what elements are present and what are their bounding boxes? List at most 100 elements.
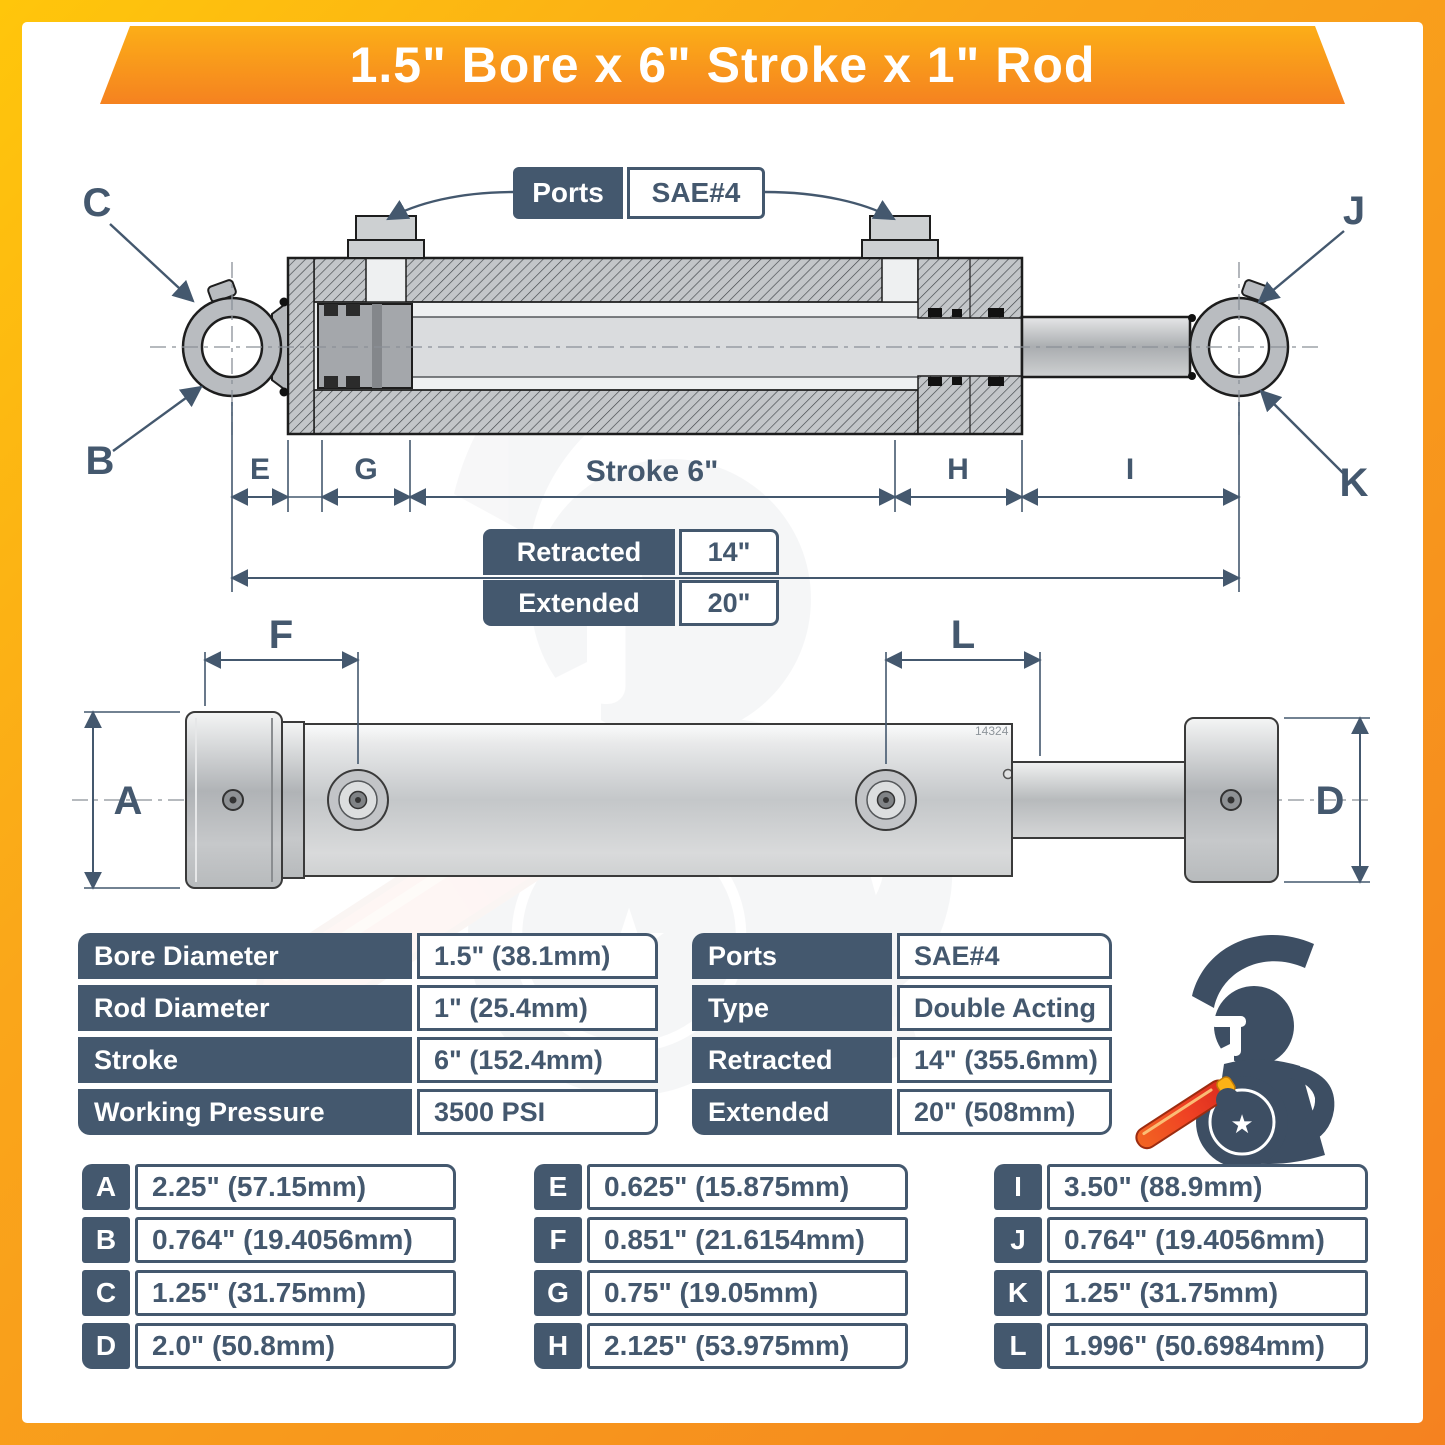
port-boss-left (347, 215, 425, 259)
dim-key-e: E (534, 1164, 582, 1210)
spec-value-extended: 20" (508mm) (897, 1089, 1112, 1135)
dim-row: G 0.75" (19.05mm) (534, 1270, 908, 1316)
dim-d: D (1284, 716, 1370, 884)
dim-value-d: 2.0" (50.8mm) (135, 1323, 456, 1369)
dim-key-l: L (994, 1323, 1042, 1369)
dimension-lines: E G Stroke 6" H I (230, 402, 1241, 592)
dim-value-a: 2.25" (57.15mm) (135, 1164, 456, 1210)
dim-key-j: J (994, 1217, 1042, 1263)
dim-key-k: K (994, 1270, 1042, 1316)
dim-label-l: L (951, 613, 975, 657)
spec-table-main: Bore Diameter 1.5" (38.1mm) Rod Diameter… (78, 933, 658, 1135)
cylinder-tube: 14324 (303, 723, 1014, 877)
spec-label-extended: Extended (692, 1089, 892, 1135)
spec-row: Type Double Acting (692, 985, 1112, 1031)
cross-section-drawing: C B J K (83, 181, 1369, 592)
orange-cylinder-icon (1135, 1076, 1236, 1150)
dim-key-i: I (994, 1164, 1042, 1210)
title-banner: 1.5" Bore x 6" Stroke x 1" Rod (100, 26, 1345, 104)
dim-l: L (884, 613, 1042, 764)
spec-table-secondary: Ports SAE#4 Type Double Acting Retracted… (692, 933, 1112, 1135)
corner-labels: C B J K (83, 181, 1369, 505)
dim-row: E 0.625" (15.875mm) (534, 1164, 908, 1210)
dim-label-h: H (947, 453, 969, 486)
spec-value-ports: SAE#4 (897, 933, 1112, 979)
rod-side (1011, 761, 1186, 839)
retracted-label: Retracted (483, 529, 675, 575)
dim-label-b: B (86, 439, 115, 483)
port-fitting-left (327, 769, 389, 831)
spec-value-type: Double Acting (897, 985, 1112, 1031)
dim-label-i: I (1126, 453, 1134, 486)
dim-row: D 2.0" (50.8mm) (82, 1323, 456, 1369)
dim-value-i: 3.50" (88.9mm) (1047, 1164, 1368, 1210)
right-clevis (1184, 717, 1279, 883)
spec-label-retracted: Retracted (692, 1037, 892, 1083)
spec-value-bore: 1.5" (38.1mm) (417, 933, 658, 979)
retracted-extended-box: Retracted 14" Extended 20" (483, 529, 779, 626)
spec-label-rod: Rod Diameter (78, 985, 412, 1031)
dim-label-g: G (354, 453, 377, 486)
dim-value-e: 0.625" (15.875mm) (587, 1164, 908, 1210)
dim-value-f: 0.851" (21.6154mm) (587, 1217, 908, 1263)
dim-label-c: C (83, 181, 112, 225)
dim-f: F (203, 613, 360, 764)
dim-row: A 2.25" (57.15mm) (82, 1164, 456, 1210)
ports-label: Ports (513, 167, 623, 219)
dim-row: K 1.25" (31.75mm) (994, 1270, 1368, 1316)
extended-value: 20" (679, 580, 779, 626)
spec-row: Retracted 14" (355.6mm) (692, 1037, 1112, 1083)
ports-label-box: Ports SAE#4 (513, 167, 765, 219)
dim-label-e: E (250, 453, 270, 486)
retracted-value: 14" (679, 529, 779, 575)
dim-key-h: H (534, 1323, 582, 1369)
spec-row: Extended 20" (508mm) (692, 1089, 1112, 1135)
tube-marking: 14324 (975, 724, 1009, 738)
dim-label-k: K (1340, 461, 1369, 505)
dim-label-d: D (1316, 779, 1345, 823)
svg-text:★: ★ (1230, 1110, 1253, 1140)
dim-row: B 0.764" (19.4056mm) (82, 1217, 456, 1263)
ports-value: SAE#4 (627, 167, 765, 219)
dim-table-abcd: A 2.25" (57.15mm) B 0.764" (19.4056mm) C… (82, 1164, 456, 1369)
dim-value-h: 2.125" (53.975mm) (587, 1323, 908, 1369)
piston (317, 303, 413, 389)
port-fitting-right (855, 769, 917, 831)
dim-a: A (84, 710, 180, 890)
spec-value-stroke: 6" (152.4mm) (417, 1037, 658, 1083)
dim-key-b: B (82, 1217, 130, 1263)
dim-key-a: A (82, 1164, 130, 1210)
dim-key-c: C (82, 1270, 130, 1316)
dim-value-l: 1.996" (50.6984mm) (1047, 1323, 1368, 1369)
spec-label-stroke: Stroke (78, 1037, 412, 1083)
spec-row: Bore Diameter 1.5" (38.1mm) (78, 933, 658, 979)
spec-label-ports: Ports (692, 933, 892, 979)
dim-table-ijkl: I 3.50" (88.9mm) J 0.764" (19.4056mm) K … (994, 1164, 1368, 1369)
dim-row: I 3.50" (88.9mm) (994, 1164, 1368, 1210)
dim-row: C 1.25" (31.75mm) (82, 1270, 456, 1316)
dim-value-k: 1.25" (31.75mm) (1047, 1270, 1368, 1316)
spec-value-retracted: 14" (355.6mm) (897, 1037, 1112, 1083)
port-boss-right (861, 215, 939, 259)
dim-row: L 1.996" (50.6984mm) (994, 1323, 1368, 1369)
dim-label-f: F (269, 613, 293, 657)
spec-label-bore: Bore Diameter (78, 933, 412, 979)
ports-arrows (386, 190, 896, 221)
extended-label: Extended (483, 580, 675, 626)
dim-table-efgh: E 0.625" (15.875mm) F 0.851" (21.6154mm)… (534, 1164, 908, 1369)
dim-value-b: 0.764" (19.4056mm) (135, 1217, 456, 1263)
dim-key-g: G (534, 1270, 582, 1316)
spec-row: Stroke 6" (152.4mm) (78, 1037, 658, 1083)
dim-label-a: A (114, 779, 143, 823)
cylinder-body-section (286, 256, 1024, 436)
stroke-dim-label: Stroke 6" (586, 455, 719, 488)
dim-value-g: 0.75" (19.05mm) (587, 1270, 908, 1316)
spartan-logo: ★ (1135, 934, 1335, 1168)
spec-value-rod: 1" (25.4mm) (417, 985, 658, 1031)
dim-row: J 0.764" (19.4056mm) (994, 1217, 1368, 1263)
page-title: 1.5" Bore x 6" Stroke x 1" Rod (349, 37, 1096, 93)
dim-row: H 2.125" (53.975mm) (534, 1323, 908, 1369)
spec-label-type: Type (692, 985, 892, 1031)
